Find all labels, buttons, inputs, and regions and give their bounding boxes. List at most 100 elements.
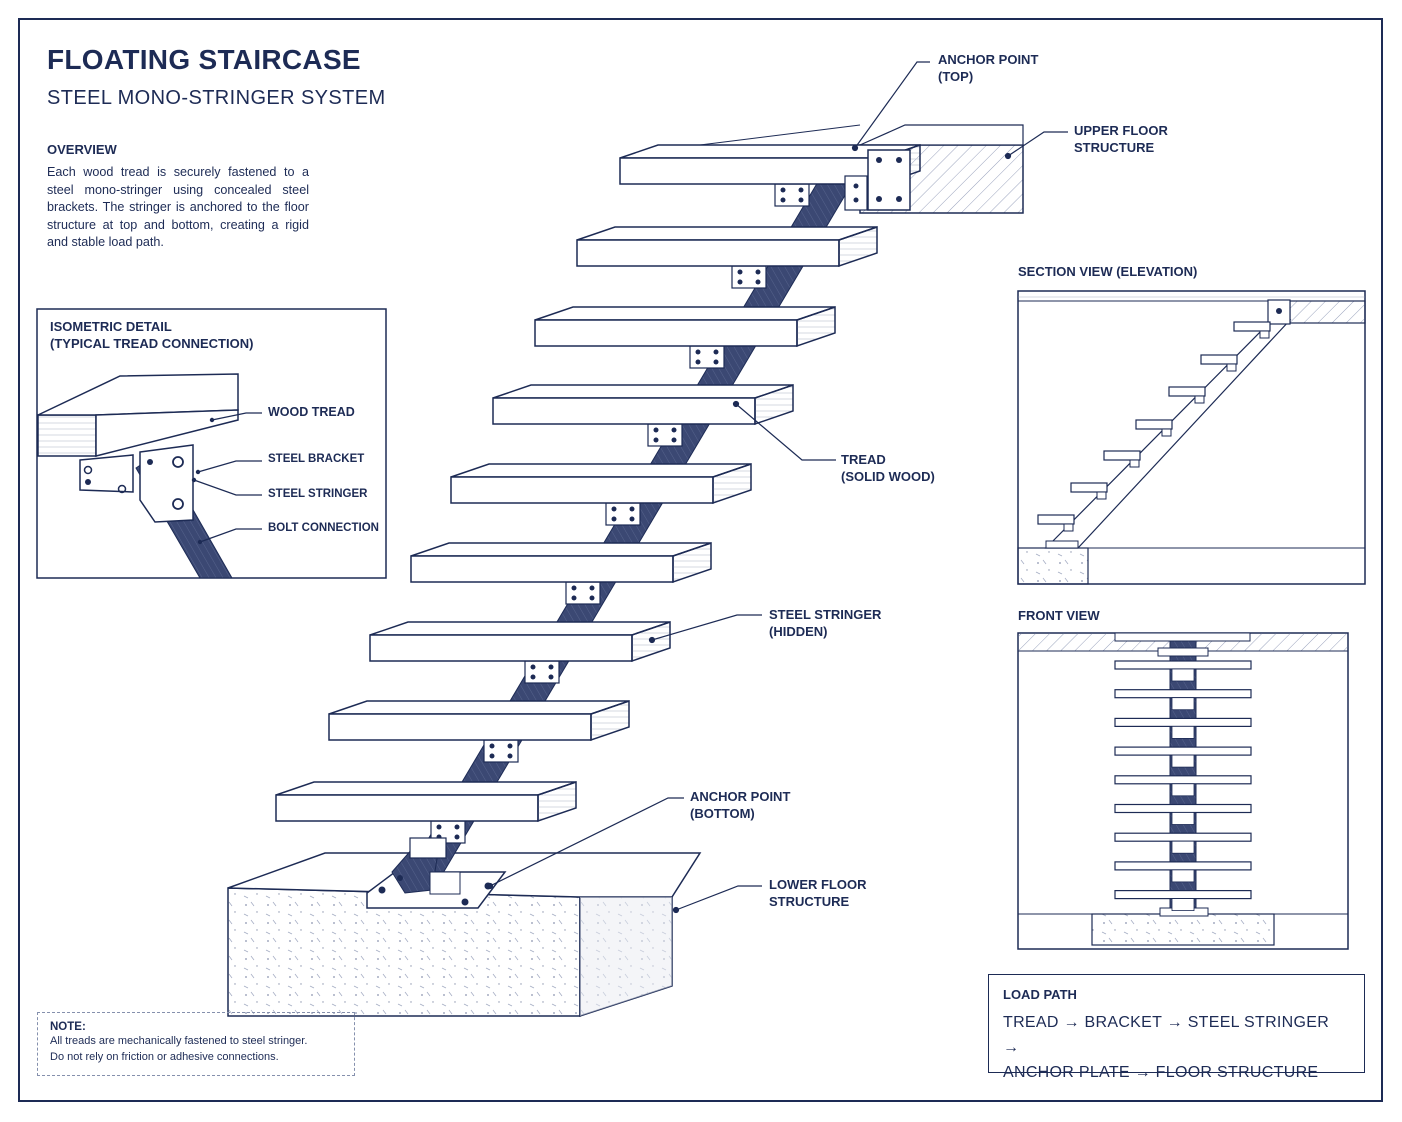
bolt xyxy=(737,279,743,285)
label-anchor-top: ANCHOR POINT (TOP) xyxy=(938,51,1038,85)
load-path-heading: LOAD PATH xyxy=(1003,987,1077,1002)
label-anchor-bottom-line1: ANCHOR POINT xyxy=(690,789,791,804)
tread-bracket xyxy=(524,660,560,684)
bolt xyxy=(653,437,659,443)
front-bracket xyxy=(1171,812,1195,825)
overview-text: Each wood tread is securely fastened to … xyxy=(47,165,309,249)
label-lower-floor-line1: LOWER FLOOR xyxy=(769,877,867,892)
bolt xyxy=(755,269,761,275)
bolt xyxy=(695,359,701,365)
bolt xyxy=(571,595,577,601)
bolt xyxy=(454,824,460,830)
tread-front-face xyxy=(369,634,633,662)
page-subtitle: STEEL MONO-STRINGER SYSTEM xyxy=(47,87,386,109)
section-tread xyxy=(1200,354,1238,365)
tread-side-face xyxy=(672,541,712,584)
label-upper-floor-line1: UPPER FLOOR xyxy=(1074,123,1168,138)
bolt xyxy=(653,427,659,433)
bolt xyxy=(629,506,635,512)
tread-side-face xyxy=(590,699,630,742)
label-stringer-line1: STEEL STRINGER xyxy=(769,607,882,622)
tread-front-face xyxy=(450,476,714,504)
label-tread: TREAD (SOLID WOOD) xyxy=(841,451,935,485)
front-tread xyxy=(1114,889,1252,900)
bolt xyxy=(629,516,635,522)
bolt xyxy=(671,437,677,443)
tread-front-face xyxy=(576,239,840,267)
front-bracket xyxy=(1171,869,1195,883)
label-anchor-bottom-line2: (BOTTOM) xyxy=(690,806,755,821)
label-anchor-bottom: ANCHOR POINT (BOTTOM) xyxy=(690,788,790,822)
tread-top-face xyxy=(369,621,671,636)
section-bracket xyxy=(1226,363,1237,372)
bolt xyxy=(611,516,617,522)
section-tread xyxy=(1233,321,1271,332)
bolt xyxy=(589,585,595,591)
front-tread xyxy=(1114,660,1252,670)
bolt xyxy=(507,753,513,759)
main-tread xyxy=(369,620,671,684)
top-anchor-plates xyxy=(844,149,911,211)
tread-side-face xyxy=(754,383,794,426)
iso-detail-title-line2: (TYPICAL TREAD CONNECTION) xyxy=(50,336,254,351)
bolt xyxy=(798,197,804,203)
iso-detail-title-line1: ISOMETRIC DETAIL xyxy=(50,319,172,334)
load-path-line2: ANCHOR PLATE → FLOOR STRUCTURE xyxy=(1003,1064,1319,1081)
load-path-box: LOAD PATH TREAD → BRACKET → STEEL STRING… xyxy=(988,974,1365,1081)
tread-top-face xyxy=(275,781,577,796)
section-bracket xyxy=(1161,428,1172,437)
tread-front-face xyxy=(328,713,592,741)
label-tread-line2: (SOLID WOOD) xyxy=(841,469,935,484)
tread-bracket xyxy=(565,581,601,605)
section-base-plate xyxy=(1045,540,1079,549)
bolt xyxy=(489,743,495,749)
bolt xyxy=(713,349,719,355)
label-wood-tread: WOOD TREAD xyxy=(268,405,355,419)
bolt xyxy=(530,674,536,680)
bolt xyxy=(780,197,786,203)
section-tread xyxy=(1135,419,1173,430)
tread-top-face xyxy=(492,384,794,399)
label-steel-stringer-main: STEEL STRINGER (HIDDEN) xyxy=(769,606,881,640)
tread-bracket xyxy=(647,423,683,447)
section-bracket xyxy=(1096,491,1107,500)
section-bracket xyxy=(1259,330,1270,339)
bolt xyxy=(755,279,761,285)
bolt xyxy=(737,269,743,275)
section-view-title: SECTION VIEW (ELEVATION) xyxy=(1018,264,1198,279)
label-upper-floor: UPPER FLOOR STRUCTURE xyxy=(1074,122,1168,156)
bolt xyxy=(530,664,536,670)
label-tread-line1: TREAD xyxy=(841,452,886,467)
tread-front-face xyxy=(492,397,756,425)
bolt xyxy=(489,753,495,759)
front-bracket xyxy=(1171,840,1195,854)
bolt xyxy=(611,506,617,512)
tread-side-face xyxy=(838,225,878,268)
main-tread xyxy=(492,383,794,447)
tread-front-face xyxy=(275,794,539,822)
tread-bracket xyxy=(689,345,725,369)
front-bracket xyxy=(1171,898,1195,911)
section-tread xyxy=(1168,386,1206,397)
front-bracket xyxy=(1171,668,1195,682)
front-tread xyxy=(1114,717,1252,728)
front-bracket xyxy=(1171,697,1195,711)
tread-top-face xyxy=(328,700,630,715)
front-bracket xyxy=(1171,783,1195,797)
note-box: NOTE: All treads are mechanically fasten… xyxy=(37,1012,355,1076)
note-line1: All treads are mechanically fastened to … xyxy=(50,1035,308,1047)
tread-top-face xyxy=(410,542,712,557)
tread-top-face xyxy=(576,226,878,241)
front-tread xyxy=(1114,861,1252,871)
tread-bracket xyxy=(774,183,810,207)
label-stringer-line2: (HIDDEN) xyxy=(769,624,828,639)
section-tread xyxy=(1037,514,1075,525)
bolt xyxy=(713,359,719,365)
iso-detail-panel xyxy=(36,308,387,579)
bolt xyxy=(454,834,460,840)
front-bracket xyxy=(1171,754,1195,768)
tread-bracket xyxy=(605,502,641,526)
tread-front-face xyxy=(410,555,674,583)
overview-heading: OVERVIEW xyxy=(47,142,117,157)
